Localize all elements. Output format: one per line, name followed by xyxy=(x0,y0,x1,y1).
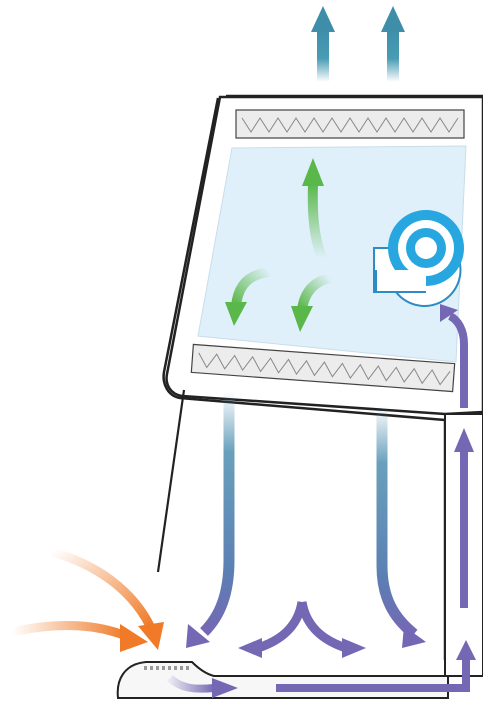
downflow-columns xyxy=(186,392,426,658)
sash-window xyxy=(158,390,184,572)
exhaust-hepa-filter xyxy=(236,110,464,138)
room-air-intake xyxy=(12,552,164,652)
exhaust-arrow-right xyxy=(381,6,405,82)
work-surface-grille xyxy=(118,662,448,698)
exhaust-arrow-left xyxy=(311,6,335,82)
